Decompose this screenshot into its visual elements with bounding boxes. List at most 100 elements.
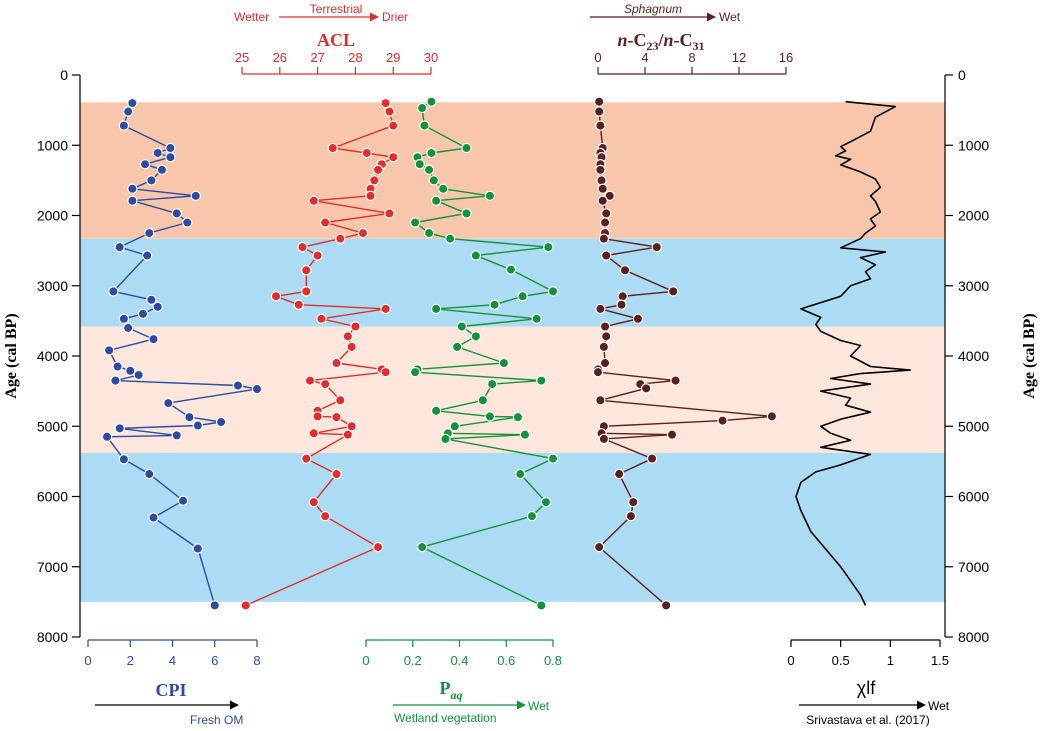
- right-tick-label: 6000: [958, 489, 989, 505]
- data-point: [297, 241, 308, 253]
- data-point: [498, 357, 510, 369]
- data-point: [440, 433, 451, 445]
- x-tick-label: 0: [787, 653, 794, 668]
- x-tick-label: 2: [127, 653, 134, 668]
- left-tick-label: 2000: [37, 208, 68, 224]
- data-point: [593, 106, 605, 117]
- x-tick-label: 1: [887, 653, 894, 668]
- data-point: [597, 183, 608, 195]
- data-point: [335, 395, 346, 406]
- right-tick-label: 1000: [958, 137, 989, 153]
- data-point: [547, 286, 559, 297]
- data-point: [595, 164, 606, 176]
- data-point: [380, 366, 391, 378]
- data-point: [293, 299, 304, 310]
- data-point: [312, 411, 323, 422]
- right-tick-label: 4000: [958, 348, 989, 364]
- series-layer: [101, 96, 911, 611]
- data-point: [423, 227, 435, 239]
- cpi-arrow-note: Fresh OM: [190, 713, 243, 727]
- data-point: [139, 159, 151, 170]
- series-3: [592, 96, 778, 611]
- data-point: [137, 308, 149, 320]
- data-point: [596, 175, 607, 186]
- data-point: [646, 453, 658, 464]
- data-point: [598, 433, 610, 445]
- data-point: [165, 142, 176, 154]
- data-point: [766, 411, 778, 422]
- data-point: [619, 265, 631, 276]
- acl-right-note: Drier: [382, 10, 408, 24]
- data-point: [601, 331, 612, 342]
- data-point: [426, 96, 437, 107]
- data-point: [616, 299, 627, 310]
- left-tick-label: 4000: [37, 348, 68, 364]
- acl-left-note: Wetter: [234, 10, 269, 24]
- cpi-axis-title: CPI: [156, 680, 187, 700]
- chi-citation: Srivastava et al. (2017): [806, 713, 929, 727]
- data-point: [531, 313, 542, 324]
- right-tick-label: 0: [958, 67, 966, 83]
- data-point: [632, 313, 644, 324]
- left-tick-label: 6000: [37, 489, 68, 505]
- data-point: [598, 341, 610, 353]
- data-point: [192, 543, 204, 554]
- data-point: [388, 151, 399, 163]
- x-tick-label: 30: [424, 50, 438, 65]
- data-point: [141, 250, 153, 261]
- data-point: [593, 96, 605, 107]
- data-point: [380, 303, 391, 315]
- data-point: [342, 429, 354, 440]
- data-point: [540, 496, 552, 508]
- paq-arrow-note: Wetland vegetation: [394, 711, 497, 725]
- data-point: [232, 380, 244, 391]
- right-tick-label: 5000: [958, 418, 989, 434]
- data-point: [430, 405, 442, 416]
- data-point: [384, 106, 395, 117]
- data-point: [666, 429, 678, 440]
- right-age-label: Age (cal BP): [1021, 313, 1038, 398]
- zone-band-0: [80, 102, 945, 239]
- data-point: [171, 430, 182, 441]
- data-point: [112, 361, 123, 372]
- x-tick-label: 1.5: [931, 653, 949, 668]
- data-point: [122, 322, 134, 334]
- data-point: [133, 369, 144, 381]
- data-point: [350, 321, 361, 332]
- series-2: [409, 96, 559, 611]
- data-point: [595, 120, 606, 131]
- data-point: [613, 468, 625, 480]
- data-point: [118, 313, 130, 324]
- data-point: [308, 195, 320, 206]
- data-point: [331, 411, 342, 423]
- x-tick-label: 29: [386, 50, 400, 65]
- data-point: [192, 420, 204, 431]
- data-point: [487, 378, 498, 390]
- data-point: [156, 164, 168, 176]
- data-point: [270, 291, 282, 302]
- data-point: [372, 541, 384, 553]
- data-point: [512, 411, 524, 423]
- x-tick-label: 8: [253, 653, 260, 668]
- data-point: [599, 321, 611, 332]
- data-point: [515, 468, 526, 480]
- data-point: [477, 395, 489, 406]
- data-point: [409, 366, 421, 378]
- x-tick-label: 16: [779, 50, 793, 65]
- data-point: [598, 233, 610, 244]
- series-line: [795, 100, 911, 606]
- data-point: [319, 510, 331, 522]
- paq-axis-title: Paq: [440, 678, 463, 702]
- data-point: [461, 142, 472, 154]
- left-tick-label: 1000: [37, 137, 68, 153]
- data-point: [327, 142, 338, 154]
- data-point: [409, 217, 421, 228]
- data-point: [470, 250, 482, 261]
- data-point: [601, 250, 612, 261]
- data-point: [419, 120, 430, 131]
- x-tick-label: 0.4: [450, 653, 468, 668]
- data-point: [361, 147, 372, 159]
- data-point: [668, 286, 679, 297]
